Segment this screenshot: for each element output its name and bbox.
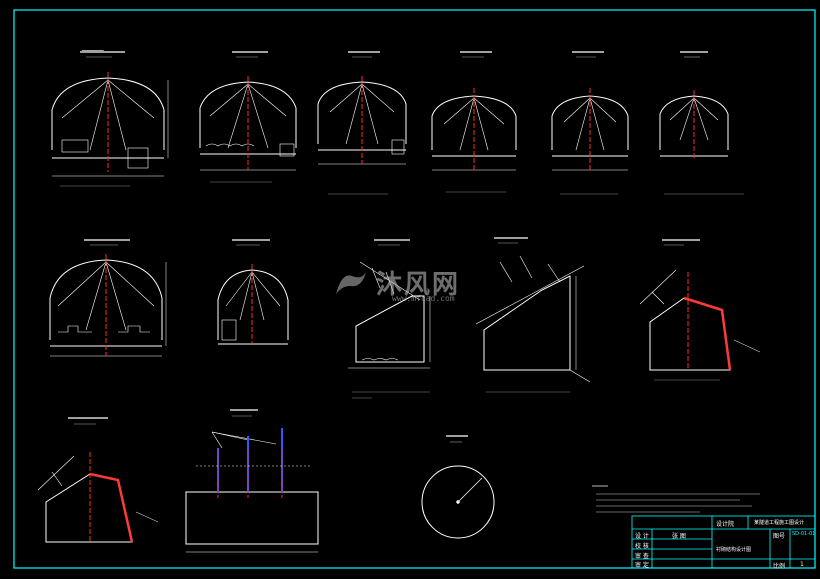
general-notes (592, 485, 760, 513)
title-block-label-3: 审 查 (635, 553, 649, 560)
section-8 (217, 239, 289, 345)
portal-section-3 (639, 239, 761, 381)
watermark-brand: 沐风网 (376, 270, 461, 300)
title-block-project: 某隧道工程施工图设计 (754, 520, 805, 526)
title-block-value-1: 张 图 (672, 533, 686, 540)
title-block (631, 515, 816, 569)
title-block-org: 设计院 (716, 521, 735, 528)
drawing-frame (13, 9, 816, 569)
title-block-label-4: 审 定 (635, 562, 649, 569)
section-2 (199, 51, 297, 183)
portal-section-2 (475, 237, 591, 393)
title-block-sheet-label: 比例 (773, 563, 786, 570)
title-block-drawing-title: 衬砌结构设计图 (716, 547, 752, 553)
section-6 (659, 51, 744, 195)
title-block-label-1: 设 计 (635, 533, 649, 540)
portal-section-1 (348, 239, 431, 399)
anchor-elevation (185, 409, 319, 553)
section-1: ▁▁▁▁▁▁▁ (51, 46, 169, 187)
watermark: 沐风网 (332, 264, 460, 301)
section-4 (431, 51, 517, 193)
portal-section-4 (37, 417, 159, 543)
title-block-drawing-no: SD-01-01 (792, 531, 816, 537)
title-block-sheet-value: 1 (800, 561, 804, 568)
detail-circle (421, 435, 495, 539)
section-3 (317, 51, 407, 195)
svg-text:▁▁▁▁▁▁▁: ▁▁▁▁▁▁▁ (81, 46, 104, 51)
title-block-drawing-no-label: 图号 (773, 533, 786, 540)
watermark-url: www.mfcad.com (392, 294, 455, 303)
section-7 (49, 239, 167, 357)
title-block-label-2: 校 核 (635, 543, 649, 550)
section-5 (551, 51, 629, 195)
brand-logo-icon (336, 271, 366, 294)
